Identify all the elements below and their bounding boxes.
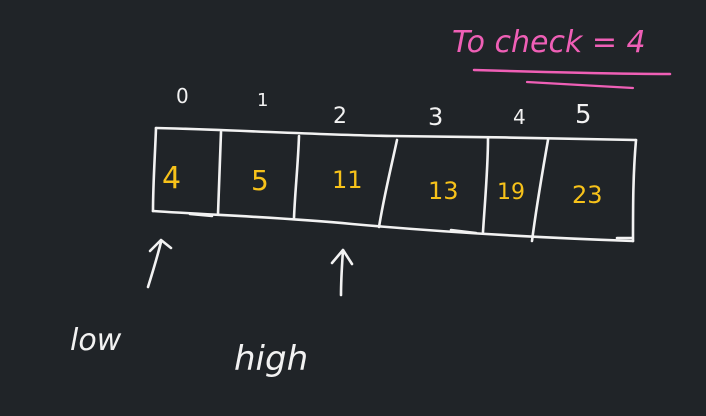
array-value-1: 5 [251, 164, 269, 197]
bottom-scribble-right [449, 228, 478, 235]
array-value-4: 19 [497, 180, 525, 205]
array-right-border [631, 138, 638, 243]
bottom-scribble-left [188, 212, 214, 218]
low-arrow-shaft [146, 240, 163, 289]
high-pointer [330, 248, 354, 297]
array-value-5: 23 [572, 181, 603, 209]
title-underline-secondary [525, 80, 635, 90]
array-bottom-border [151, 209, 635, 243]
high-label: high [234, 339, 308, 379]
array-top-border [154, 126, 638, 142]
divider-4-5 [530, 138, 550, 243]
high-arrow-head [330, 248, 354, 266]
array-value-2: 11 [332, 166, 363, 194]
array-left-border [151, 126, 158, 213]
array-values: 4 5 11 13 19 23 [162, 161, 603, 209]
title-text: To check = 4 [452, 25, 646, 60]
low-label: low [70, 323, 122, 358]
index-label-1: 1 [257, 90, 268, 111]
high-arrow-shaft [339, 248, 345, 297]
title-underline-main [472, 68, 672, 76]
index-label-5: 5 [575, 100, 592, 130]
divider-2-3 [377, 138, 399, 229]
low-arrow-head [148, 238, 173, 253]
array-box [151, 126, 638, 243]
array-value-0: 4 [162, 161, 181, 196]
low-pointer [146, 238, 173, 289]
index-label-3: 3 [428, 103, 443, 131]
index-label-4: 4 [513, 105, 526, 129]
index-label-2: 2 [333, 104, 347, 129]
index-labels: 0 1 2 3 4 5 [176, 84, 592, 131]
array-value-3: 13 [428, 177, 459, 205]
index-label-0: 0 [176, 84, 189, 108]
divider-3-4 [481, 136, 490, 234]
divider-1-2 [292, 134, 301, 220]
divider-0-1 [216, 130, 223, 216]
